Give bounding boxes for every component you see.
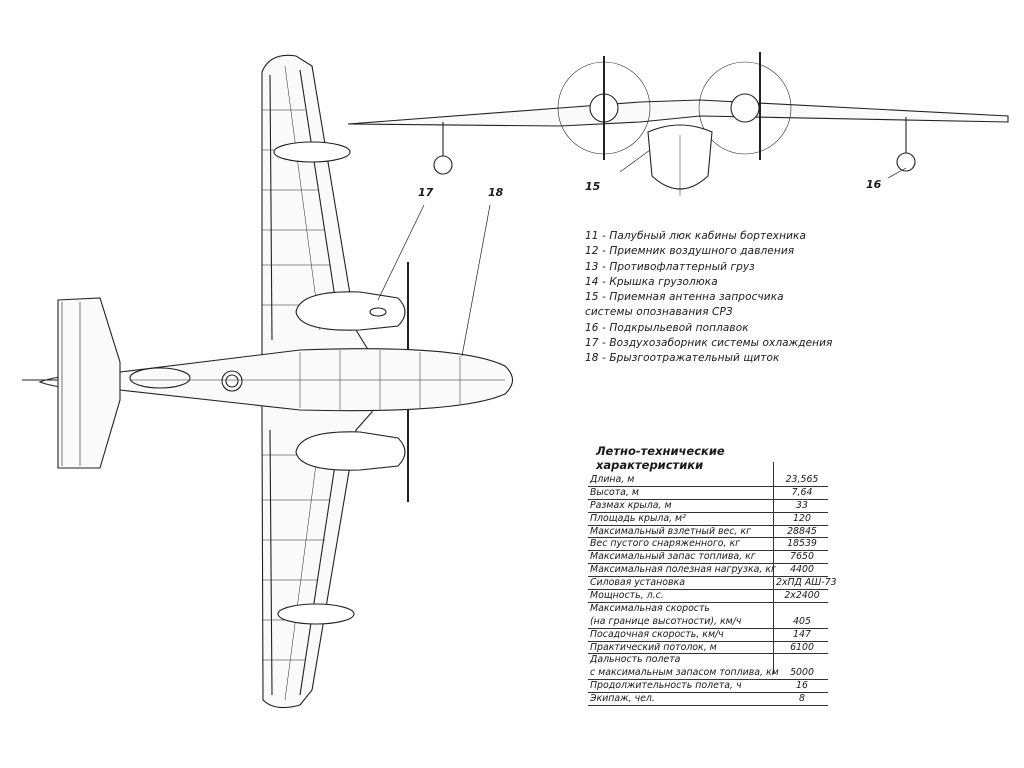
spec-label: Силовая установка	[590, 577, 685, 589]
spec-label: Максимальная скорость	[590, 602, 710, 614]
legend-item: системы опознавания СРЗ	[585, 306, 733, 319]
spec-value: 7,64	[791, 486, 813, 498]
spec-value: 5000	[790, 667, 814, 679]
legend-item: 14 - Крышка грузолюка	[585, 275, 718, 288]
spec-label: Посадочная скорость, км/ч	[590, 628, 724, 640]
callout-15: 15	[585, 180, 601, 193]
spec-row: Силовая установка 2хПД АШ-73	[588, 577, 837, 591]
spec-row: Дальность полета	[588, 654, 828, 667]
spec-label: с максимальным запасом топлива, км	[590, 667, 779, 679]
spec-row: Площадь крыла, м² 120	[588, 513, 828, 526]
legend-item: 11 - Палубный люк кабины бортехника	[585, 230, 806, 242]
spec-row: Практический потолок, м 6100	[588, 642, 828, 655]
spec-label: Экипаж, чел.	[590, 693, 655, 705]
spec-value: 18539	[787, 538, 817, 550]
spec-label: Размах крыла, м	[590, 499, 672, 511]
specs-table: Летно-технические характеристики Длина, …	[588, 444, 837, 707]
spec-value: 4400	[790, 564, 814, 576]
spec-row: Максимальный запас топлива, кг 7650	[588, 551, 828, 565]
spec-value: 2х2400	[784, 590, 820, 602]
spec-row: Максимальная полезная нагрузка, кг 4400	[588, 564, 828, 578]
spec-row: Вес пустого снаряженного, кг 18539	[588, 538, 828, 552]
spec-label: (на границе высотности), км/ч	[590, 615, 742, 627]
callout-17: 17	[418, 186, 434, 199]
spec-row: Максимальная скорость	[588, 603, 828, 616]
legend-item: 17 - Воздухозаборник системы охлаждения	[585, 337, 833, 350]
spec-row: Экипаж, чел. 8	[588, 693, 828, 707]
spec-value: 405	[793, 615, 811, 627]
spec-value: 8	[799, 693, 805, 705]
legend-item: 15 - Приемная антенна запросчика	[585, 291, 784, 304]
engine-nacelle-lower	[295, 402, 409, 502]
spec-row: Размах крыла, м 33	[588, 500, 828, 513]
spec-row: (на границе высотности), км/ч 405	[588, 616, 828, 629]
spec-value: 23,565	[785, 474, 819, 485]
callout-16: 16	[866, 178, 882, 191]
spec-row: Максимальный взлетный вес, кг 28845	[588, 526, 828, 539]
spec-row: Длина, м 23,565	[588, 474, 828, 487]
legend-item: 12 - Приемник воздушного давления	[585, 245, 795, 258]
spec-row: с максимальным запасом топлива, км 5000	[588, 667, 828, 681]
spec-label: Максимальный взлетный вес, кг	[590, 525, 752, 537]
spec-value: 16	[796, 680, 808, 692]
leader-18	[461, 204, 491, 357]
specs-divider	[773, 462, 774, 674]
legend-item: 18 - Брызгоотражательный щиток	[585, 352, 780, 365]
spec-value: 147	[793, 628, 811, 640]
specs-title: Летно-технические характеристики	[596, 444, 725, 472]
spec-label: Вес пустого снаряженного, кг	[590, 538, 741, 550]
legend-item: 13 - Противофлаттерный груз	[585, 260, 755, 273]
parts-legend: 11 - Палубный люк кабины бортехника 12 -…	[585, 229, 845, 367]
spec-value: 28845	[787, 525, 817, 537]
spec-row: Мощность, л.с. 2х2400	[588, 590, 828, 603]
spec-label: Дальность полета	[590, 654, 681, 666]
wing-float-lower	[277, 603, 355, 625]
engine-nacelle-upper	[295, 262, 409, 362]
spec-row: Посадочная скорость, км/ч 147	[588, 629, 828, 642]
spec-label: Практический потолок, м	[590, 641, 717, 653]
spec-row: Высота, м 7,64	[588, 487, 828, 500]
spec-label: Площадь крыла, м²	[590, 512, 686, 524]
spec-label: Высота, м	[590, 486, 639, 498]
spec-value: 2хПД АШ-73	[776, 577, 837, 589]
spec-label: Мощность, л.с.	[590, 590, 664, 602]
spec-value: 120	[793, 512, 811, 524]
spec-label: Максимальный запас топлива, кг	[590, 551, 756, 563]
wing-float-upper	[273, 141, 351, 163]
spec-row: Продолжительность полета, ч 16	[588, 680, 828, 694]
spec-value: 33	[796, 499, 808, 511]
spec-value: 7650	[790, 551, 814, 563]
spec-label: Максимальная полезная нагрузка, кг	[590, 564, 776, 576]
spec-label: Длина, м	[590, 474, 635, 485]
spec-label: Продолжительность полета, ч	[590, 680, 742, 692]
front-view	[347, 52, 1009, 196]
callout-18: 18	[488, 186, 504, 199]
leader-17	[377, 204, 425, 301]
spec-value: 6100	[790, 641, 814, 653]
legend-item: 16 - Подкрыльевой поплавок	[585, 321, 749, 334]
horizontal-tail	[22, 297, 121, 469]
